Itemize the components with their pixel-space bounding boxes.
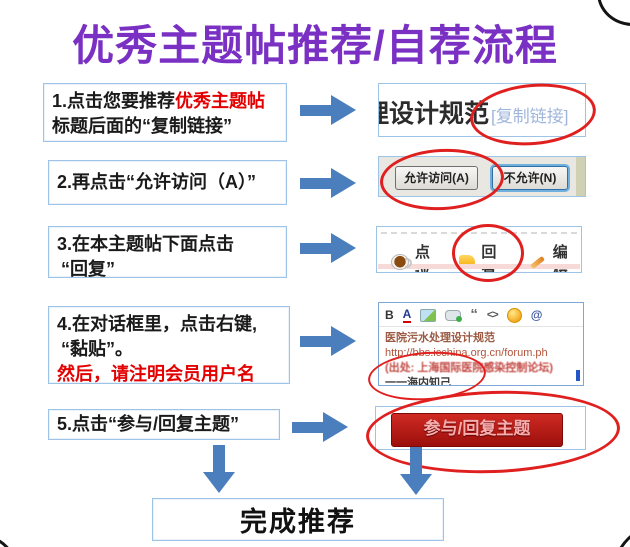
editor-body[interactable]: 医院污水处理设计规范 http://bbs.icchina.org.cn/for… <box>379 327 583 386</box>
arrow-head <box>203 472 235 493</box>
pasted-title-line: 医院污水处理设计规范 <box>385 332 495 344</box>
step4-right-arrow-icon <box>300 326 356 356</box>
arrow-shaft <box>300 178 331 189</box>
smiley-icon[interactable] <box>506 307 522 323</box>
step4-line3: 然后，请注明会员用户名 <box>57 364 255 385</box>
username-line: 一一海内知己 <box>385 377 451 386</box>
step4-line1: 4.在对话框里，点击右键, <box>57 314 258 334</box>
step1-line1-red: 优秀主题帖 <box>175 91 266 111</box>
step2-instruction-box: 2.再点击“允许访问（A）” <box>48 160 287 205</box>
corner-arc <box>612 523 630 547</box>
step1-screenshot-panel: 理设计规范[复制链接] <box>378 83 586 137</box>
step3-line1: 3.在本主题帖下面点击 <box>57 234 235 254</box>
step1-right-arrow-icon <box>300 95 356 125</box>
step5-right-arrow-icon <box>292 412 348 442</box>
step2-dialog-panel: 允许访问(A) 不允许(N) <box>378 156 586 197</box>
arrow-head <box>400 474 432 495</box>
arrow-shaft <box>300 105 331 116</box>
step3-actionbar-panel: 点评 回复 编辑 <box>376 226 582 273</box>
comment-coffee-icon <box>391 254 413 270</box>
step2-label: 2.再点击“允许访问（A）” <box>57 172 257 192</box>
arrow-head <box>323 412 348 442</box>
right-down-arrow-icon <box>400 447 432 495</box>
step1-line1: 1.点击您要推荐优秀主题帖 <box>52 89 278 114</box>
bold-icon[interactable]: B <box>385 308 394 322</box>
arrow-shaft <box>213 445 225 472</box>
code-icon[interactable]: <> <box>486 309 499 321</box>
text-cursor <box>576 370 580 381</box>
left-down-arrow-icon <box>203 445 235 493</box>
arrow-head <box>331 233 356 263</box>
pasted-url-line: http://bbs.icchina.org.cn/forum.ph <box>385 347 548 359</box>
step5-instruction-box: 5.点击“参与/回复主题” <box>48 409 280 440</box>
final-result-label: 完成推荐 <box>240 507 356 537</box>
step3-instruction-box: 3.在本主题帖下面点击 “回复” <box>48 226 287 279</box>
pink-divider <box>378 264 580 269</box>
step1-line1-black: 1.点击您要推荐 <box>52 91 176 111</box>
pasted-source-line: (出处: 上海国际医院感染控制论坛) <box>385 362 554 374</box>
step1-instruction-box: 1.点击您要推荐优秀主题帖 标题后面的“复制链接” <box>43 83 287 142</box>
step3-right-arrow-icon <box>300 233 356 263</box>
arrow-head <box>331 326 356 356</box>
dashed-divider <box>381 232 577 234</box>
step4-instruction-box: 4.在对话框里，点击右键, “黏贴”。 然后，请注明会员用户名 <box>48 306 290 384</box>
editor-toolbar: B A “ <> @ <box>379 303 583 327</box>
page-title: 优秀主题帖推荐/自荐流程 <box>72 22 558 69</box>
corner-arc <box>0 533 20 547</box>
arrow-head <box>331 95 356 125</box>
step2-right-arrow-icon <box>300 168 356 198</box>
arrow-shaft <box>410 447 422 474</box>
dialog-edge-strip <box>576 157 585 196</box>
post-title-text: 理设计规范 <box>379 100 490 128</box>
font-color-icon[interactable]: A <box>402 307 412 323</box>
insert-link-icon[interactable] <box>445 309 463 322</box>
step5-screenshot-panel: 参与/回复主题 <box>375 406 586 450</box>
insert-image-icon[interactable] <box>420 308 437 322</box>
step5-label: 5.点击“参与/回复主题” <box>57 414 240 434</box>
arrow-shaft <box>300 336 331 347</box>
join-reply-topic-button[interactable]: 参与/回复主题 <box>391 413 563 447</box>
allow-access-button[interactable]: 允许访问(A) <box>395 166 478 190</box>
at-mention-icon[interactable]: @ <box>530 308 543 322</box>
arrow-shaft <box>292 422 323 433</box>
arrow-shaft <box>300 243 331 254</box>
deny-access-button[interactable]: 不允许(N) <box>492 166 568 190</box>
final-result-box: 完成推荐 <box>152 498 444 541</box>
step4-editor-panel[interactable]: B A “ <> @ 医院污水处理设计规范 http://bbs.icchina… <box>378 302 584 386</box>
step4-line2: “黏贴”。 <box>61 339 133 360</box>
arrow-head <box>331 168 356 198</box>
step1-line2: 标题后面的“复制链接” <box>52 116 232 137</box>
quote-icon[interactable]: “ <box>470 306 478 323</box>
step3-line2: “回复” <box>61 259 115 280</box>
copy-link-button[interactable]: [复制链接] <box>491 107 569 126</box>
